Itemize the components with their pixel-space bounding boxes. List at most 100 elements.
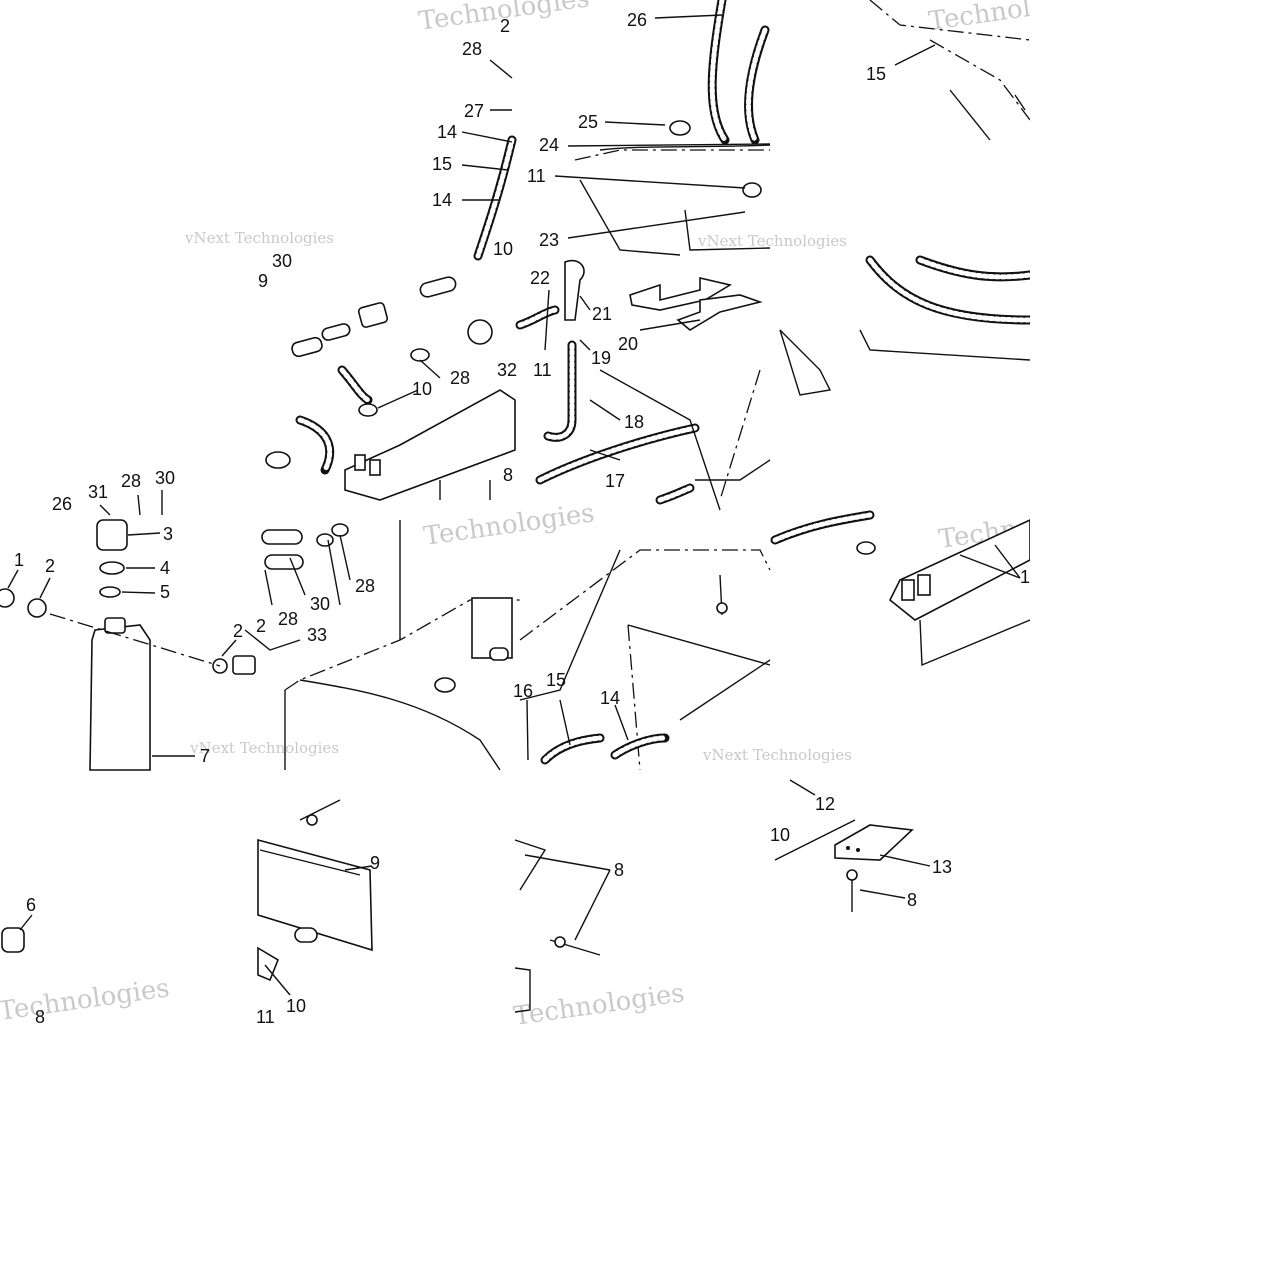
watermark-technologies: Technologies [512,978,687,1032]
callout-labels: 2 26 28 27 14 15 14 25 24 11 23 15 10 30… [14,10,1030,1027]
line-art [0,0,1035,1013]
callout-c7: 14 [432,190,452,210]
coolant-tank-7 [89,624,151,771]
cap-10 [257,946,279,982]
callout-c42: 7 [200,746,210,766]
callout-c17: 21 [592,304,612,324]
fitting [489,647,509,661]
blank-margin-bottom [0,1030,1030,1285]
clamp-10 [358,403,378,417]
fitting-28-30 [264,554,304,570]
blank-corner-top-left [0,0,258,230]
nut-1 [0,588,15,608]
callout-c23: 28 [450,368,470,388]
callout-c38: 28 [278,609,298,629]
reservoir-bracket [344,389,516,501]
callout-c11: 23 [539,230,559,250]
callout-c45: 14 [600,688,620,708]
blank-margin-right [1030,0,1285,1285]
spring-fitting [232,655,256,675]
callout-c29: 30 [155,468,175,488]
callout-c12: 15 [866,64,886,84]
callout-c53: 8 [907,890,917,910]
watermark-vnext: vNext Technologies [184,229,334,247]
callout-c18: 20 [618,334,638,354]
fitting [294,927,318,943]
callout-c39: 30 [310,594,330,614]
callout-c55: 11 [256,1007,275,1027]
callout-c20: 11 [533,360,552,380]
callout-c52: 13 [932,857,952,877]
callout-c10: 11 [527,166,546,186]
fitting [419,276,457,298]
watermark-vnext: vNext Technologies [189,739,339,757]
callout-c13: 10 [493,239,513,259]
callout-c15: 9 [258,271,268,291]
callout-c28: 28 [121,471,141,491]
watermark-vnext: vNext Technologies [697,232,847,250]
callout-c54: 10 [286,996,306,1016]
callout-c31: 3 [163,524,173,544]
callout-c22: 10 [412,379,432,399]
callout-c5: 14 [437,122,457,142]
callout-c8: 25 [578,112,598,132]
callout-c46: 1 [1020,567,1030,587]
callout-c21: 32 [497,360,517,380]
watermark-vnext: vNext Technologies [702,746,852,764]
watermark-technologies: Technologies [422,498,597,552]
fitting [291,336,323,358]
callout-c27: 31 [88,482,108,502]
plug-6 [1,927,25,953]
callout-c49: 8 [614,860,624,880]
callout-c26: 8 [503,465,513,485]
callout-c6: 15 [432,154,452,174]
washer-5 [99,586,121,598]
callout-c44: 15 [546,670,566,690]
fuel-filter-32 [467,319,493,345]
callout-c50: 12 [815,794,835,814]
hose-clamp [742,182,762,198]
callout-c30: 26 [52,494,72,514]
fuel-pickup-21 [564,259,585,321]
callout-c34: 4 [160,558,170,578]
callout-c4: 27 [464,101,484,121]
callout-c25: 17 [605,471,625,491]
bracket-20-b [676,294,763,331]
callout-c24: 18 [624,412,644,432]
callout-c32: 1 [14,550,24,570]
washer-2 [27,598,47,618]
callout-c9: 24 [539,135,559,155]
callout-c33: 2 [45,556,55,576]
gasket-4 [99,561,125,575]
cap-3 [96,519,128,551]
callout-c47: 6 [26,895,36,915]
fuel-filter [357,302,389,328]
callout-c35: 5 [160,582,170,602]
callout-c48: 9 [370,853,380,873]
callout-c56: 8 [35,1007,45,1027]
callout-c40: 33 [307,625,327,645]
callout-c3: 28 [462,39,482,59]
clamp [265,451,291,469]
channel-9 [257,838,373,952]
callout-c16: 22 [530,268,550,288]
fitting-28-30 [261,529,303,545]
clamp-28 [410,348,430,362]
callout-c36: 2 [233,621,243,641]
hose-clamp [669,120,691,136]
callout-c2: 26 [627,10,647,30]
callout-c14: 30 [272,251,292,271]
clamp [434,677,456,693]
callout-c43: 16 [513,681,533,701]
callout-c19: 19 [591,348,611,368]
callout-c41: 2 [256,616,266,636]
callout-c51: 10 [770,825,790,845]
plate-13 [834,824,914,861]
bracket-20-a [629,276,733,311]
hose-18 [543,340,577,442]
fitting [321,323,351,341]
watermark-technologies: Technologies [0,973,171,1027]
callout-c37: 28 [355,576,375,596]
callout-c1: 2 [500,16,510,36]
